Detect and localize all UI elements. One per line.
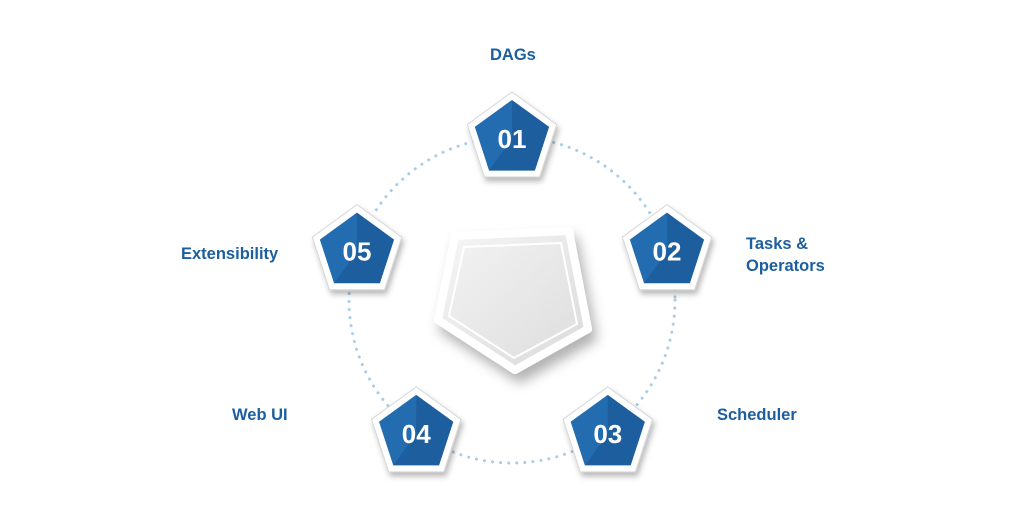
node-01-facet bbox=[474, 100, 512, 171]
node-05-label: Extensibility bbox=[181, 245, 279, 263]
center-pentagon-inner bbox=[448, 242, 578, 359]
node-04-number: 04 bbox=[402, 419, 431, 449]
node-02-facet bbox=[629, 212, 667, 284]
node-01-number: 01 bbox=[498, 124, 527, 154]
node-04: 04 bbox=[371, 386, 462, 473]
node-04-facet bbox=[379, 394, 417, 466]
node-03-number: 03 bbox=[593, 419, 622, 449]
nodes-layer: 01 02 03 04 05 bbox=[311, 91, 713, 473]
center-pentagon bbox=[434, 227, 592, 374]
node-04-label: Web UI bbox=[232, 406, 288, 424]
node-03-facet bbox=[570, 394, 608, 466]
node-05: 05 bbox=[311, 204, 403, 291]
node-01-label: DAGs bbox=[490, 46, 536, 64]
dotted-connector-ring bbox=[347, 135, 677, 465]
node-03-label: Scheduler bbox=[717, 406, 797, 424]
node-02-number: 02 bbox=[653, 237, 682, 267]
node-03: 03 bbox=[562, 386, 653, 473]
node-05-facet bbox=[319, 212, 357, 284]
node-01: 01 bbox=[466, 91, 558, 178]
node-02: 02 bbox=[621, 204, 713, 291]
node-05-number: 05 bbox=[343, 237, 372, 267]
node-02-label: Tasks & Operators bbox=[746, 235, 825, 275]
